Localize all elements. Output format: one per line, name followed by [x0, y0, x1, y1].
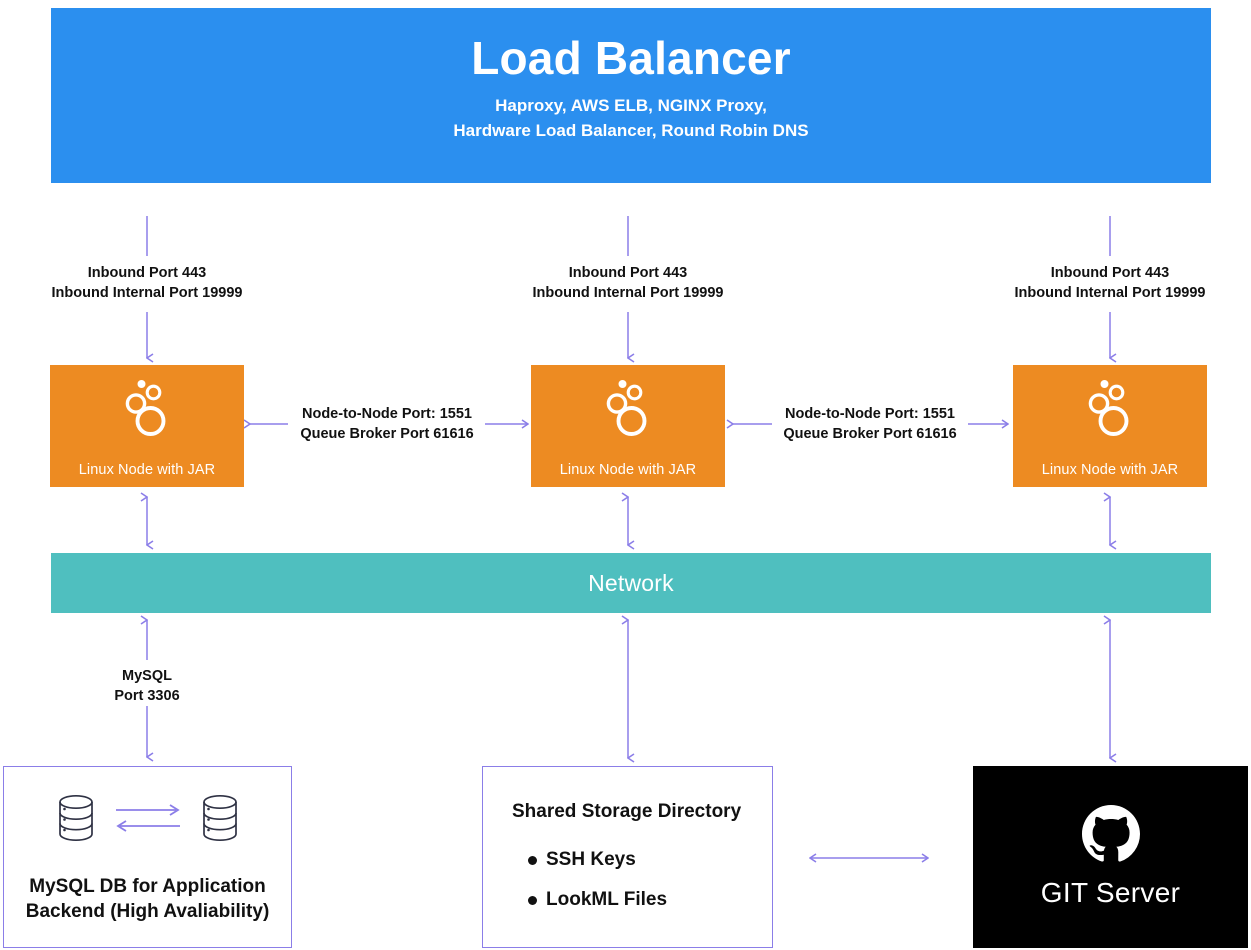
node-link-label-1: Node-to-Node Port: 1551 Queue Broker Por… [254, 405, 520, 444]
shared-storage-item-lookml-files: LookML Files [528, 889, 667, 911]
git-server-box[interactable]: GIT Server [973, 766, 1248, 948]
linux-node-1-label: Linux Node with JAR [78, 462, 216, 478]
inbound-label-3-line-1: Inbound Port 443 [1050, 265, 1170, 281]
shared-storage-title: Shared Storage Directory [512, 801, 742, 822]
load-balancer-subtitle-line-2: Hardware Load Balancer, Round Robin DNS [453, 120, 809, 140]
network-bar: Network [51, 553, 1211, 613]
mysql-db-caption: MySQL DB for Application Backend (High A… [4, 875, 291, 924]
bidirectional-replication-arrows [112, 793, 184, 843]
inbound-label-3-line-2: Inbound Internal Port 19999 [1014, 284, 1206, 301]
bullet-icon [528, 855, 537, 865]
mysql-db-box[interactable]: MySQL DB for Application Backend (High A… [3, 766, 292, 948]
database-cylinder-icon [198, 793, 242, 843]
node-link-label-2-line-1: Node-to-Node Port: 1551 [785, 406, 955, 422]
shared-storage-box[interactable]: Shared Storage Directory SSH Keys LookML… [482, 766, 773, 948]
inbound-label-3: Inbound Port 443 Inbound Internal Port 1… [963, 264, 1251, 303]
database-cylinder-icon [54, 793, 98, 843]
node-link-label-1-line-2: Queue Broker Port 61616 [300, 425, 474, 442]
inbound-label-1: Inbound Port 443 Inbound Internal Port 1… [0, 264, 294, 303]
mysql-link-label-line-2: Port 3306 [114, 687, 180, 704]
inbound-label-2: Inbound Port 443 Inbound Internal Port 1… [481, 264, 775, 303]
load-balancer-subtitle: Haproxy, AWS ELB, NGINX Proxy, Hardware … [453, 94, 808, 143]
node-link-label-1-line-1: Node-to-Node Port: 1551 [302, 406, 472, 422]
shared-storage-item-1-label: LookML Files [546, 889, 668, 910]
inbound-label-2-line-2: Inbound Internal Port 19999 [532, 284, 724, 301]
linux-node-3[interactable]: Linux Node with JAR [1013, 365, 1207, 487]
shared-storage-item-ssh-keys: SSH Keys [528, 849, 636, 871]
linux-node-2[interactable]: Linux Node with JAR [531, 365, 725, 487]
mysql-replication-group [4, 793, 291, 843]
looker-bubbles-icon [600, 377, 656, 439]
github-octocat-icon [1081, 805, 1140, 863]
mysql-link-label-line-1: MySQL [122, 668, 172, 684]
looker-bubbles-icon [1082, 377, 1138, 439]
load-balancer-title: Load Balancer [471, 32, 791, 84]
mysql-link-label: MySQL Port 3306 [47, 667, 247, 706]
shared-storage-item-0-label: SSH Keys [546, 849, 636, 870]
linux-node-3-label: Linux Node with JAR [1041, 462, 1179, 478]
inbound-label-1-line-2: Inbound Internal Port 19999 [51, 284, 243, 301]
node-link-label-2: Node-to-Node Port: 1551 Queue Broker Por… [737, 405, 1003, 444]
linux-node-1[interactable]: Linux Node with JAR [50, 365, 244, 487]
git-server-label: GIT Server [1040, 877, 1181, 908]
linux-node-2-label: Linux Node with JAR [559, 462, 697, 478]
load-balancer-box: Load Balancer Haproxy, AWS ELB, NGINX Pr… [51, 8, 1211, 183]
bullet-icon [528, 895, 537, 905]
network-label: Network [588, 569, 674, 596]
inbound-label-2-line-1: Inbound Port 443 [568, 265, 688, 281]
mysql-db-caption-line-2: Backend (High Avaliability) [25, 900, 270, 922]
looker-bubbles-icon [119, 377, 175, 439]
load-balancer-subtitle-line-1: Haproxy, AWS ELB, NGINX Proxy, [495, 96, 767, 116]
node-link-label-2-line-2: Queue Broker Port 61616 [783, 425, 957, 442]
inbound-label-1-line-1: Inbound Port 443 [87, 265, 207, 281]
mysql-db-caption-line-1: MySQL DB for Application [29, 876, 266, 897]
